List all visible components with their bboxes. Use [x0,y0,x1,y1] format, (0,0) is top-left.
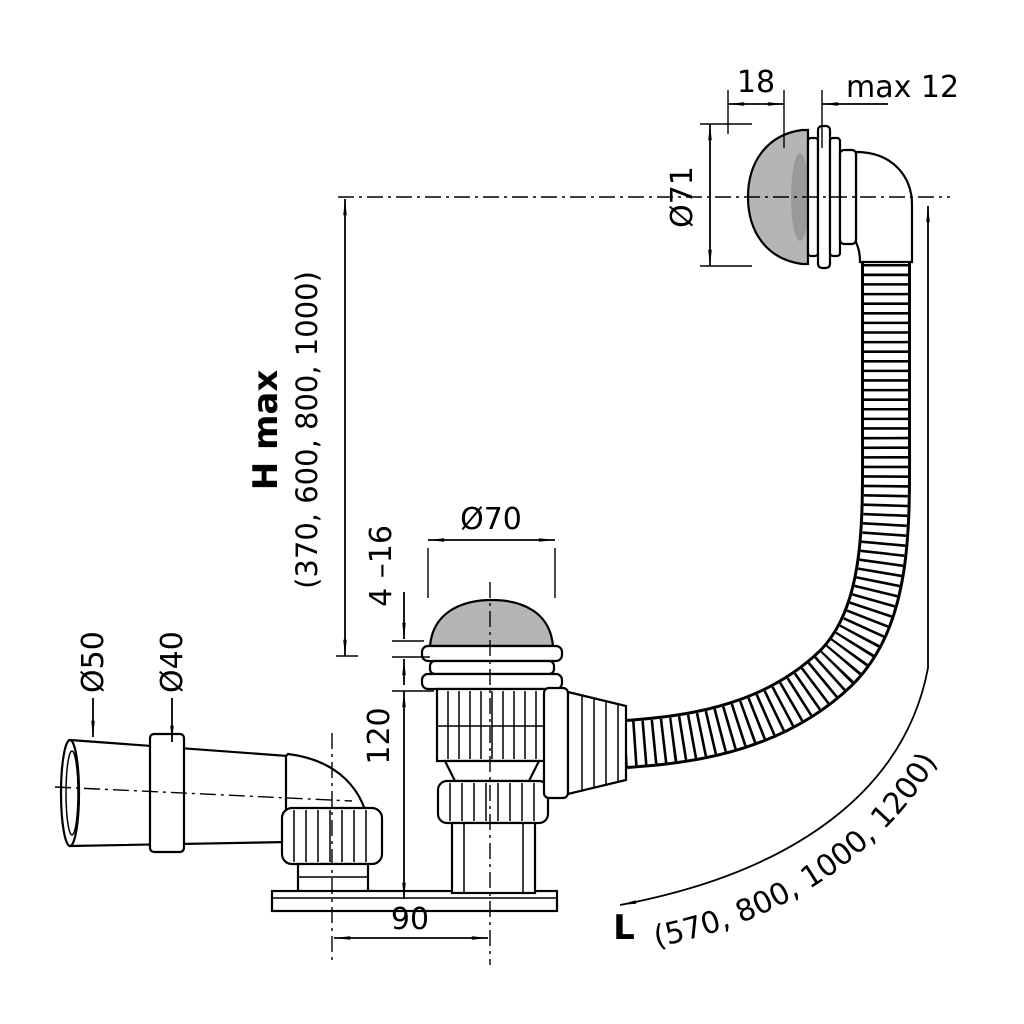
dim-hmax-label: H max [246,370,286,491]
overflow-fitting [746,124,914,270]
drain-flange-3 [420,672,564,691]
dim-max12-label: max 12 [846,70,959,105]
drain-body-lines [463,823,524,893]
dim-50-label: Ø50 [76,631,111,693]
dim-40: Ø40 [155,631,190,743]
drain-locknut-ribs [449,783,535,821]
dim-4-16: 4 –16 [364,525,430,685]
dim-hmax: H max (370, 600, 800, 1000) [246,199,358,657]
drain-cap [428,598,555,648]
dim-70-label: Ø70 [460,502,522,537]
dim-120-label: 120 [362,707,397,764]
dim-18: 18 [727,65,785,148]
dim-71-label: Ø71 [665,166,700,228]
hose-connector [542,686,628,800]
hose-connector-nut [542,686,570,800]
outlet-pipe-rim [59,738,81,848]
dim-18-label: 18 [737,65,775,100]
drain-locknut [436,779,550,825]
drain-strainer-ribs [447,691,537,759]
dim-120: 120 [362,690,434,900]
dim-4-16-label: 4 –16 [364,525,399,607]
dim-71: Ø71 [665,123,752,267]
hose-connector-ribs [581,695,619,791]
pipe-centerline [54,786,353,802]
length-label: L [613,908,635,948]
dim-max12: max 12 [821,70,959,148]
dim-90: 90 [334,902,488,940]
centerlines [54,196,950,965]
outlet-pipe-bore [65,750,79,836]
drain-valve [420,598,564,895]
overflow-elbow [854,150,914,264]
length-values-text: (570, 800, 1000, 1200) [651,747,945,955]
outlet-neck [296,862,370,895]
flex-hose [622,262,912,769]
drain-cone [443,759,541,783]
base-plate-body [270,889,559,913]
dim-70: Ø70 [427,502,556,598]
outlet-locknut-ribs [293,810,367,862]
drain-body [450,821,537,895]
base-plate [270,889,559,913]
dim-50: Ø50 [76,631,111,738]
drain-flange-1 [420,644,564,663]
drain-flange-2 [428,659,556,676]
dim-90-label: 90 [391,902,429,937]
hose-fill [622,262,909,766]
length-values: (570, 800, 1000, 1200) [651,747,945,955]
dim-hmax-values: (370, 600, 800, 1000) [290,271,324,589]
dim-40-label: Ø40 [155,631,190,693]
